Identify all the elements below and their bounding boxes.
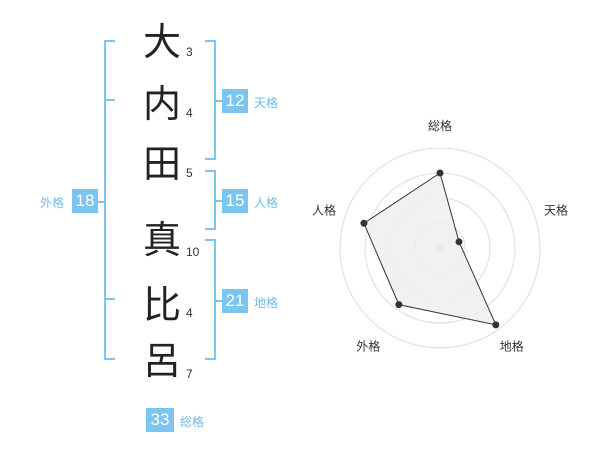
radar-point-2 [455, 238, 463, 246]
jinkaku-label: 人格 [254, 196, 279, 210]
tenkaku-label: 天格 [254, 96, 279, 110]
radar-axis-label-1: 総格 [428, 118, 452, 133]
stroke-count-6: 7 [186, 367, 193, 381]
jinkaku-badge: 15 [222, 189, 248, 213]
gaikaku-bracket [104, 40, 115, 360]
name-char-3: 田 [142, 142, 181, 186]
jinkaku-bracket [205, 170, 216, 230]
name-char-1: 大 [142, 20, 181, 64]
radar-point-4 [395, 301, 403, 309]
chikaku-bracket [205, 239, 216, 360]
soukaku-label: 総格 [180, 415, 205, 429]
name-char-5: 比 [142, 283, 181, 327]
radar-series-area [363, 172, 497, 326]
radar-axis-label-2: 天格 [544, 202, 568, 217]
stroke-count-5: 4 [186, 306, 193, 320]
name-char-2: 内 [142, 82, 181, 126]
stroke-count-2: 4 [186, 106, 193, 120]
name-char-4: 真 [142, 218, 181, 262]
name-char-6: 呂 [142, 339, 181, 383]
radar-axis-label-5: 人格 [312, 202, 336, 217]
radar-ring [339, 147, 541, 349]
stroke-count-3: 5 [186, 166, 193, 180]
stroke-count-4: 10 [186, 245, 200, 259]
radar-axis-label-3: 地格 [500, 339, 524, 354]
radar-axis-label-4: 外格 [356, 339, 380, 354]
stroke-count-1: 3 [186, 45, 193, 59]
radar-point-1 [436, 169, 444, 177]
tenkaku-bracket [205, 40, 216, 160]
tenkaku-badge: 12 [222, 89, 248, 113]
radar-point-5 [360, 219, 368, 227]
gaikaku-label: 外格 [40, 196, 65, 210]
gaikaku-badge: 18 [72, 189, 98, 213]
chikaku-badge: 21 [222, 289, 248, 313]
chikaku-label: 地格 [254, 296, 279, 310]
radar-point-3 [492, 321, 500, 329]
soukaku-badge: 33 [146, 408, 174, 432]
